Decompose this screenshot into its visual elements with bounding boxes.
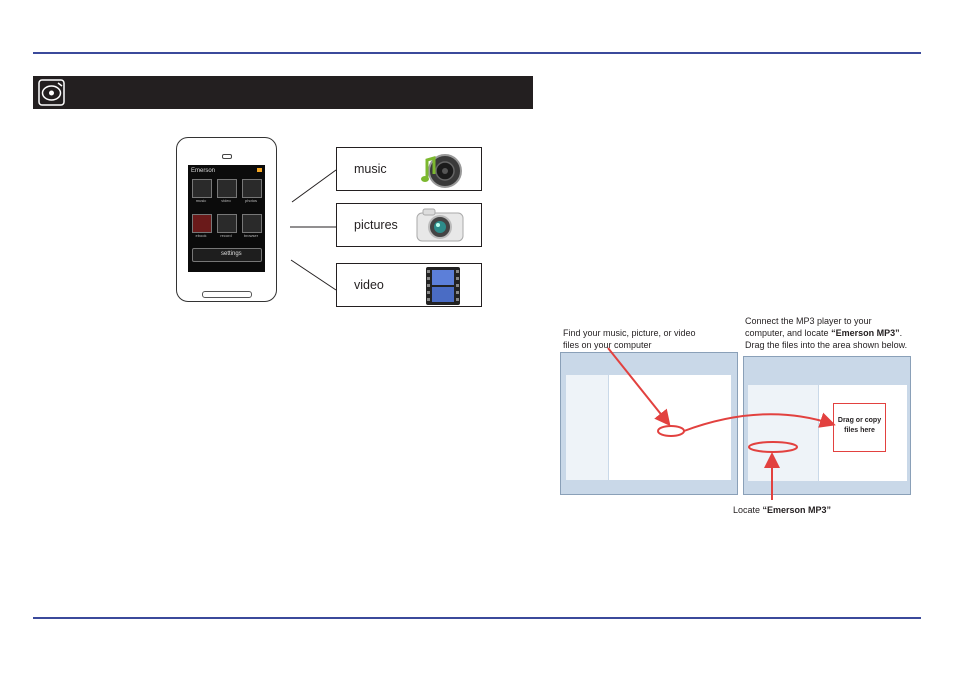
file-list-pane xyxy=(609,375,731,480)
disc-icon xyxy=(38,79,65,106)
app-music-icon xyxy=(192,179,212,198)
caption-bold: “Emerson MP3” xyxy=(762,505,832,515)
bottom-rule xyxy=(33,617,921,619)
music-box: music xyxy=(336,147,482,191)
app-label: browser xyxy=(243,233,259,238)
battery-icon xyxy=(257,168,262,172)
find-files-caption: Find your music, picture, or video files… xyxy=(563,327,696,351)
settings-label: settings xyxy=(221,251,242,257)
locate-caption: Locate “Emerson MP3” xyxy=(733,504,831,516)
app-label: ebook xyxy=(195,233,207,238)
explorer-window-left xyxy=(560,352,738,495)
section-banner xyxy=(33,76,533,109)
pictures-label: pictures xyxy=(354,218,398,232)
drop-label: files here xyxy=(844,427,875,434)
caption-line: Find your music, picture, or video xyxy=(563,328,696,338)
media-player-device: Emerson music video photos ebook record … xyxy=(176,137,277,302)
caption-line: Drag the files into the area shown below… xyxy=(745,340,908,350)
drop-label: Drag or copy xyxy=(837,417,882,424)
caption-line: Connect the MP3 player to your xyxy=(745,316,872,326)
app-ebook-icon xyxy=(192,214,212,233)
film-strip-icon xyxy=(426,267,460,305)
connect-caption: Connect the MP3 player to your computer,… xyxy=(745,315,907,351)
settings-bar: settings xyxy=(192,248,262,262)
app-record-icon xyxy=(217,214,237,233)
caption-bold: “Emerson MP3” xyxy=(831,328,900,338)
app-label: music xyxy=(195,198,207,203)
caption-text: Locate xyxy=(733,505,763,515)
caption-text: computer, and locate xyxy=(745,328,832,338)
camera-icon xyxy=(416,208,464,242)
app-label: photos xyxy=(244,198,257,203)
device-buttons xyxy=(202,291,252,298)
app-photos-icon xyxy=(242,179,262,198)
caption-line: files on your computer xyxy=(563,340,652,350)
video-box: video xyxy=(336,263,482,307)
brand-logo: Emerson xyxy=(191,168,216,174)
app-label: video xyxy=(221,198,231,203)
top-rule xyxy=(33,52,921,54)
speaker-note-icon xyxy=(421,154,462,188)
app-browser-icon xyxy=(242,214,262,233)
app-label: record xyxy=(220,233,232,238)
drop-target-box: Drag or copy files here xyxy=(833,403,886,452)
pictures-box: pictures xyxy=(336,203,482,247)
speaker xyxy=(222,154,232,159)
app-video-icon xyxy=(217,179,237,198)
navigation-pane xyxy=(566,375,608,480)
caption-text: . xyxy=(899,328,903,338)
navigation-pane xyxy=(748,385,818,481)
caption-line: computer, and locate “Emerson MP3”. xyxy=(745,327,907,339)
video-label: video xyxy=(354,278,384,292)
music-label: music xyxy=(354,162,387,176)
device-screen: Emerson music video photos ebook record … xyxy=(188,165,265,272)
